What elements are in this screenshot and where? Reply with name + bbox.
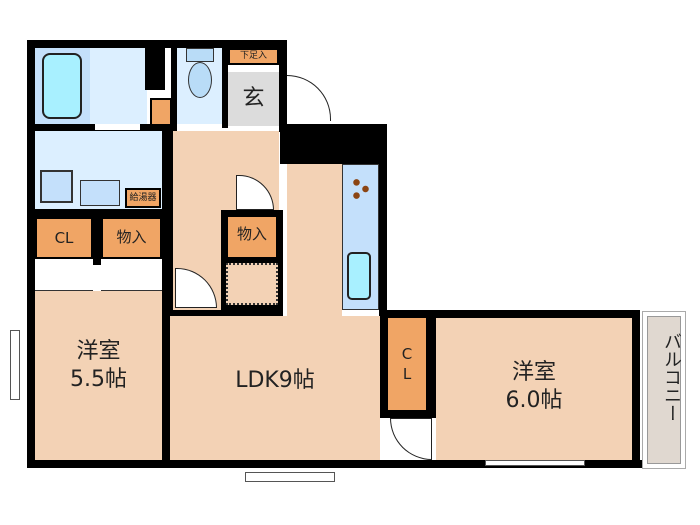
toilet-tank-icon <box>186 48 214 62</box>
western-room-1: 洋室 5.5帖 <box>35 291 162 460</box>
wall-top-room2 <box>380 310 640 318</box>
kitchen <box>287 164 342 316</box>
window-ldk[interactable] <box>245 472 335 482</box>
kitchen-sink-icon <box>347 252 371 300</box>
washing-machine-icon <box>40 170 73 203</box>
wall-closet-sep <box>93 217 101 265</box>
wall-ldk-top <box>170 310 283 316</box>
western-room-2-name: 洋室 <box>511 360 556 385</box>
closet-2-label-l: L <box>402 365 412 383</box>
wall-kitchen-block <box>280 124 387 164</box>
storage-2: 物入 <box>226 215 278 259</box>
wall-right-room <box>632 310 640 468</box>
bath-door[interactable] <box>95 124 140 130</box>
closet-1-doors[interactable] <box>35 263 93 291</box>
entrance-area: 玄 <box>228 72 279 126</box>
wall-room1-right <box>162 291 170 461</box>
entrance-door[interactable] <box>287 75 331 121</box>
sink-icon <box>80 180 120 206</box>
storage-1-label: 物入 <box>116 228 147 246</box>
western-room-1-name: 洋室 <box>76 339 121 364</box>
window-room-1[interactable] <box>10 330 20 400</box>
western-room-2: 洋室 6.0帖 <box>436 318 632 460</box>
closet-1: CL <box>35 217 93 259</box>
bathtub-icon <box>42 53 82 119</box>
wall-hall-left <box>162 130 173 310</box>
bath-wash-area <box>90 48 147 124</box>
water-heater: 給湯器 <box>125 188 161 208</box>
water-heater-label: 給湯器 <box>129 193 157 203</box>
wall-kitchen-right <box>379 124 387 318</box>
toilet-bowl-icon <box>188 62 212 98</box>
storage-2-label: 物入 <box>236 225 267 243</box>
pipe-space <box>150 98 172 126</box>
wall-bath-sep <box>145 40 165 90</box>
storage-1: 物入 <box>101 217 162 259</box>
storage-1-doors[interactable] <box>101 263 162 291</box>
shoe-box-label: 下足入 <box>239 51 267 61</box>
entrance-label: 玄 <box>242 86 265 111</box>
ldk: LDK9帖 <box>170 316 380 460</box>
stove-icon <box>352 178 370 200</box>
ldk-label: LDK9帖 <box>235 368 315 393</box>
western-room-2-size: 6.0帖 <box>505 388 563 413</box>
balcony: バルコニー <box>642 311 686 469</box>
closet-2-label-c: C <box>401 345 413 363</box>
closet-1-label: CL <box>54 229 74 247</box>
wall-bottom-left <box>27 460 642 468</box>
western-room-1-size: 5.5帖 <box>70 367 127 392</box>
wall-entrance-right <box>279 40 287 132</box>
balcony-label: バルコニー <box>661 332 682 422</box>
room2-door[interactable] <box>390 418 432 460</box>
wall-toilet-right <box>222 48 228 128</box>
shoe-box: 下足入 <box>228 48 279 65</box>
wall-left <box>27 40 35 468</box>
closet-2: C L <box>386 316 428 412</box>
wall-washroom-bottom <box>27 209 173 217</box>
wall-toilet-left <box>171 48 177 128</box>
underfloor-hatch <box>226 263 278 305</box>
window-room-2[interactable] <box>485 460 585 466</box>
balcony-floor <box>647 316 681 464</box>
